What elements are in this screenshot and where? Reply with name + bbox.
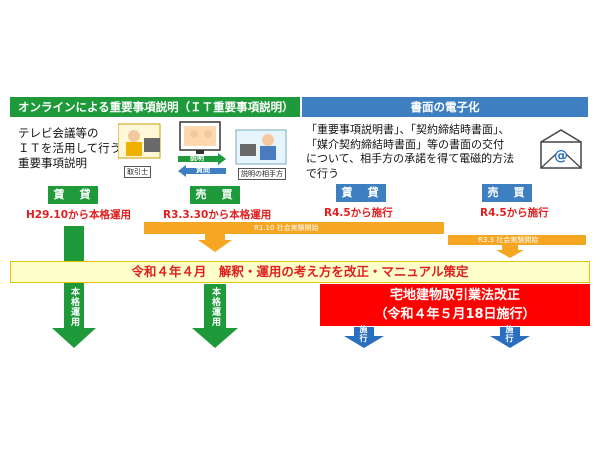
electronic-sale-arrow-label: 施行 — [505, 325, 514, 343]
video-conference-illustration: 説明 質問 取引士 説明の相手方 — [117, 120, 298, 182]
online-sale-experiment-band — [144, 222, 444, 252]
online-sale-date: R3.3.30から本格運用 — [163, 209, 272, 221]
electronic-desc-line: 「媒介契約締結時書面」等の書面の交付 — [306, 137, 504, 151]
electronic-sale-date: R4.5から施行 — [480, 207, 549, 219]
law-revision-date: （令和４年５月18日施行） — [374, 307, 536, 322]
law-revision-box: 宅地建物取引業法改正 （令和４年５月18日施行） — [320, 284, 590, 326]
electronic-sale-experiment-label: R3.3 社会実験開始 — [478, 236, 539, 244]
electronic-rent-date: R4.5から施行 — [324, 207, 393, 219]
video-conference-icon — [117, 121, 287, 177]
counterparty-label: 説明の相手方 — [238, 168, 286, 180]
electronic-sale-experiment-band — [448, 235, 586, 258]
electronic-desc-line: 「重要事項説明書」、「契約締結時書面」、 — [306, 123, 510, 136]
broker-label: 取引士 — [124, 166, 151, 178]
electronic-rent-tag: 賃 貸 — [336, 184, 386, 202]
law-revision-title: 宅地建物取引業法改正 — [389, 288, 520, 303]
online-rent-arrow-label: 本格運用 — [69, 287, 79, 327]
electronic-rent-arrow-label: 施行 — [359, 325, 368, 343]
electronic-desc-line: で行う — [306, 166, 339, 180]
online-desc-line: 重要事項説明 — [18, 156, 87, 170]
electronic-desc-line: について、相手方の承諾を得て電磁的方法 — [306, 152, 515, 165]
electronic-rent-arrow — [344, 327, 384, 348]
email-icon: @ — [538, 128, 584, 176]
guideline-revision-band: 令和４年４月 解釈・運用の考え方を改正・マニュアル策定 — [10, 261, 590, 283]
electronic-description: 「重要事項説明書」、「契約締結時書面」、 「媒介契約締結時書面」等の書面の交付 … — [306, 123, 514, 181]
online-rent-arrow — [52, 226, 96, 348]
question-arrow-label: 質問 — [196, 166, 210, 174]
online-sale-experiment-label: R1.10 社会実験開始 — [254, 224, 319, 232]
online-desc-line: テレビ会議等の — [18, 126, 99, 140]
svg-text:@: @ — [554, 148, 568, 164]
online-sale-arrow — [192, 284, 238, 348]
electronic-header: 書面の電子化 — [302, 97, 588, 117]
online-sale-tag: 売 買 — [190, 186, 240, 204]
electronic-sale-tag: 売 買 — [482, 184, 532, 202]
online-sale-arrow-label: 本格運用 — [210, 287, 220, 327]
online-description: テレビ会議等の ＩＴを活用して行う 重要事項説明 — [18, 126, 121, 171]
explain-arrow-label: 説明 — [190, 154, 204, 162]
online-header: オンラインによる重要事項説明（ＩＴ重要事項説明） — [10, 97, 300, 117]
electronic-sale-arrow — [490, 327, 530, 348]
online-rent-date: H29.10から本格運用 — [26, 209, 131, 221]
online-desc-line: ＩＴを活用して行う — [18, 141, 122, 155]
online-rent-tag: 賃 貸 — [48, 186, 98, 204]
